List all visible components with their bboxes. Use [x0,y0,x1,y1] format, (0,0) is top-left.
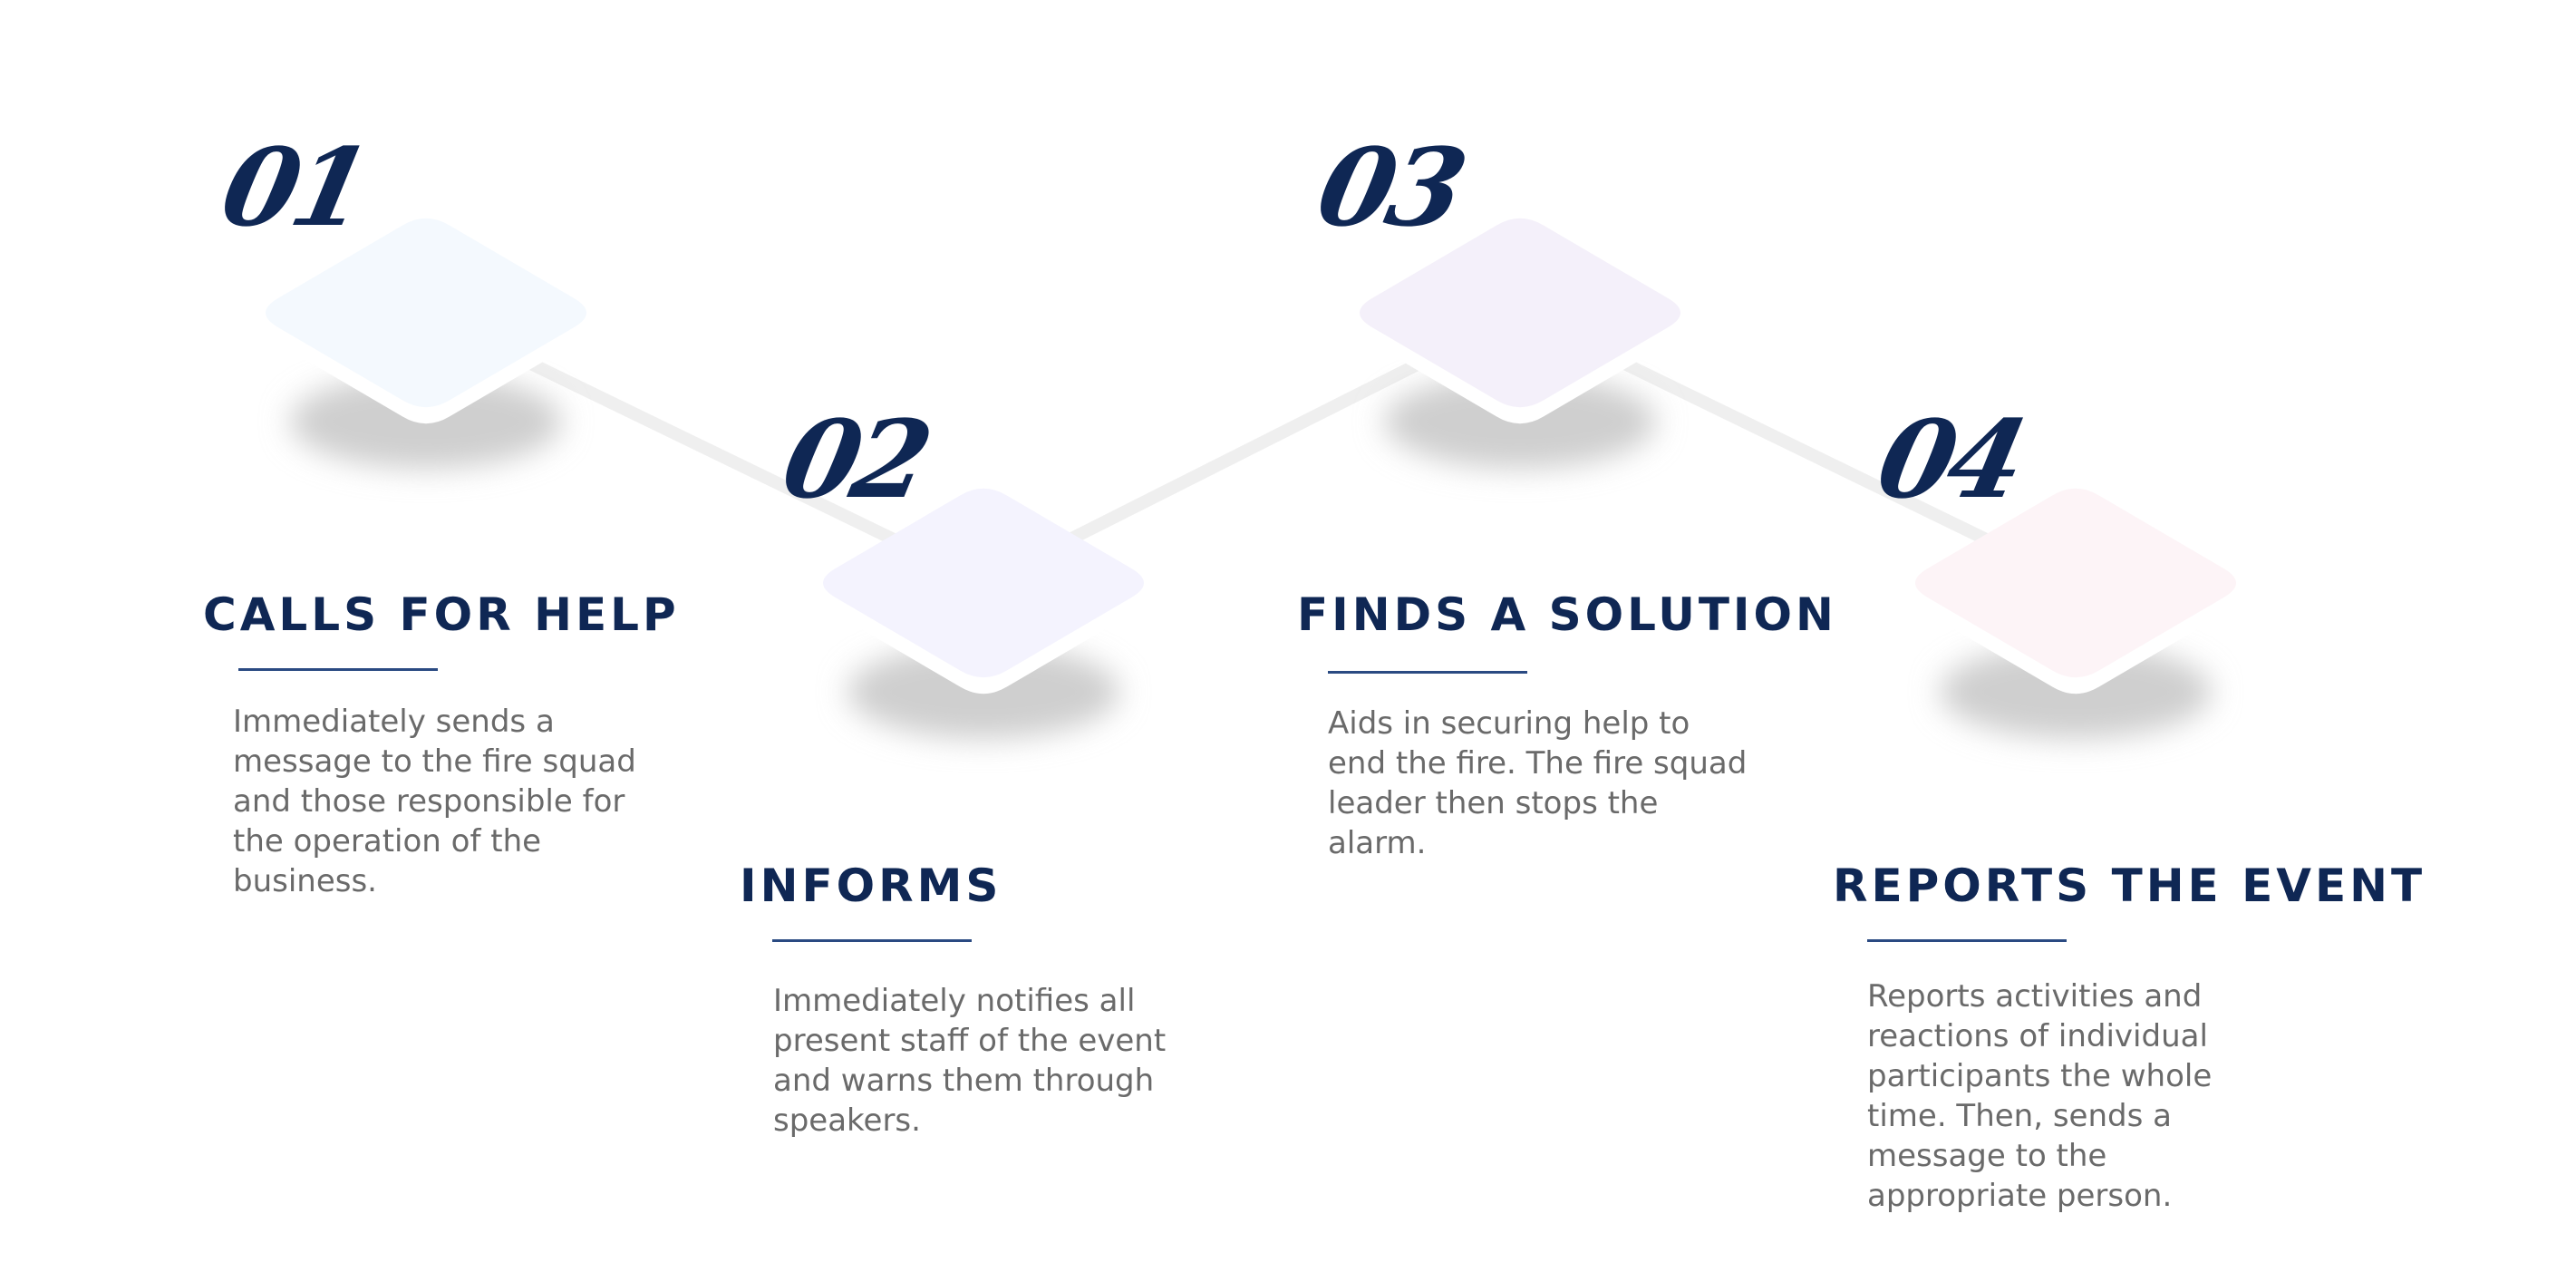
step-1-description-line: the operation of the [233,823,542,860]
step-4-description-line: participants the whole [1867,1058,2213,1094]
step-4-number: 04 [1867,396,2033,522]
step-4-description: Reports activities and reactions of indi… [1867,976,2212,1216]
step-4-description-line: message to the [1867,1138,2107,1174]
step-1-description-line: and those responsible for [233,783,625,820]
step-3-description: Aids in securing help to end the fire. T… [1328,704,1747,863]
step-1-description-line: business. [233,863,377,899]
step-3-description-line: end the fire. The fire squad [1328,745,1748,782]
step-2-number: 02 [772,396,938,522]
step-2-description: Immediately notifies all present staff o… [773,981,1166,1141]
step-4-underline [1867,939,2067,942]
step-2-underline [772,939,972,942]
step-3-tile [1360,218,1680,469]
step-4-description-line: time. Then, sends a [1867,1098,2172,1134]
step-3-description-line: leader then stops the [1328,785,1659,821]
connector-lines [420,306,2082,589]
diamond-tiles [266,218,2236,739]
step-1-description-line: message to the fire squad [233,743,636,780]
step-2-title: INFORMS [740,860,1002,912]
step-1-tile-top [266,218,586,408]
step-3-number: 03 [1307,124,1473,250]
step-3-tile-top [1360,218,1680,408]
step-3-description-line: alarm. [1328,825,1427,861]
step-4-tile-top [1915,488,2236,678]
step-4-description-line: Reports activities and [1867,978,2203,1015]
step-4-tile [1915,488,2236,739]
step-1-description: Immediately sends a message to the fire … [233,702,636,901]
step-2-tile [823,488,1144,739]
step-2-description-line: Immediately notifies all [773,983,1136,1019]
step-4-title: REPORTS THE EVENT [1833,860,2426,912]
step-1-underline [238,668,438,671]
step-2-description-line: and warns them through [773,1063,1155,1099]
step-3-title: FINDS A SOLUTION [1297,588,1837,641]
step-1-title: CALLS FOR HELP [203,588,680,641]
step-2-tile-top [823,488,1144,678]
step-1-tile [266,218,586,469]
step-3-underline [1328,671,1527,674]
step-1-number: 01 [211,124,377,250]
step-3-description-line: Aids in securing help to [1328,705,1690,742]
step-4-description-line: reactions of individual [1867,1018,2208,1054]
step-4-description-line: appropriate person. [1867,1178,2173,1214]
step-2-description-line: present staff of the event [773,1023,1167,1059]
step-2-description-line: speakers. [773,1102,921,1139]
step-1-description-line: Immediately sends a [233,704,555,740]
